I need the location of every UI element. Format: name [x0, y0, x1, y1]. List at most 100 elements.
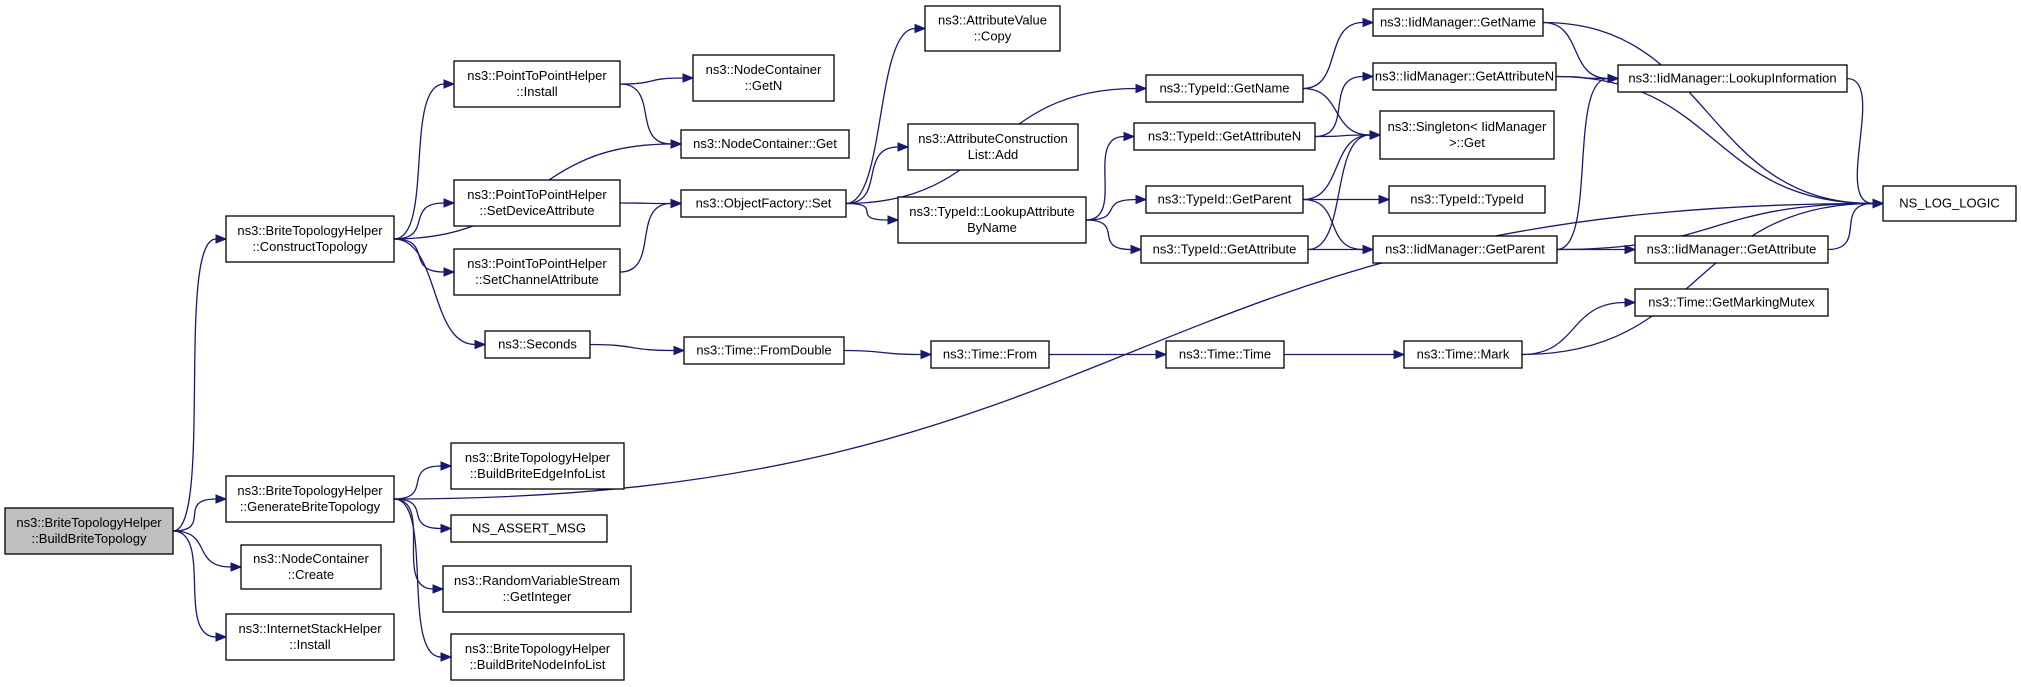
edge-time_mark-to-time_mutex	[1521, 297, 1637, 356]
arrowhead	[914, 23, 927, 34]
node-iid_getattrn[interactable]: ns3::IidManager::GetAttributeN	[1372, 62, 1557, 91]
edge-line	[1085, 219, 1132, 251]
node-label: NS_ASSERT_MSG	[472, 521, 586, 536]
node-p2p_install[interactable]: ns3::PointToPointHelper::Install	[453, 60, 621, 108]
node-p2p_setdev[interactable]: ns3::PointToPointHelper::SetDeviceAttrib…	[453, 179, 621, 227]
edge-line	[1542, 21, 1609, 80]
node-box	[225, 475, 395, 523]
edge-line	[1314, 75, 1364, 138]
node-time_from[interactable]: ns3::Time::From	[930, 340, 1050, 369]
edge-line	[1827, 202, 1874, 251]
edge-line	[845, 146, 899, 205]
node-tid_getattr[interactable]: ns3::TypeId::GetAttribute	[1140, 235, 1309, 264]
node-seconds[interactable]: ns3::Seconds	[484, 330, 591, 359]
node-label: ::BuildBriteNodeInfoList	[470, 657, 606, 672]
arrowhead	[215, 234, 228, 244]
node-ns_log_logic[interactable]: NS_LOG_LOGIC	[1882, 185, 2017, 222]
arrowhead	[920, 349, 933, 360]
node-nc_getn[interactable]: ns3::NodeContainer::GetN	[692, 54, 835, 102]
arrowhead	[230, 562, 243, 572]
node-of_set[interactable]: ns3::ObjectFactory::Set	[680, 189, 847, 218]
node-box	[907, 123, 1079, 171]
node-box	[1145, 185, 1304, 214]
arrowhead	[474, 339, 487, 350]
node-box	[680, 189, 847, 218]
node-label: ::Install	[516, 84, 557, 99]
node-rvs_getint[interactable]: ns3::RandomVariableStream::GetInteger	[442, 565, 632, 613]
node-time_fromdouble[interactable]: ns3::Time::FromDouble	[683, 336, 845, 365]
node-iid_getattr[interactable]: ns3::IidManager::GetAttribute	[1634, 235, 1829, 264]
edge-line	[172, 530, 232, 568]
edge-line	[1085, 198, 1137, 221]
node-ns_assert[interactable]: NS_ASSERT_MSG	[450, 514, 608, 543]
node-box	[1617, 64, 1848, 93]
arrowhead	[443, 79, 456, 89]
node-nc_create[interactable]: ns3::NodeContainer::Create	[240, 544, 382, 590]
node-box	[897, 196, 1087, 244]
node-time_mutex[interactable]: ns3::Time::GetMarkingMutex	[1634, 288, 1829, 317]
node-label: ns3::RandomVariableStream	[454, 573, 620, 588]
node-bb_edge[interactable]: ns3::BriteTopologyHelper::BuildBriteEdge…	[450, 442, 625, 490]
edge-root-to-nc_create	[172, 530, 243, 572]
edge-line	[1302, 87, 1371, 136]
edge-line	[1314, 134, 1371, 138]
node-tid_getattrn[interactable]: ns3::TypeId::GetAttributeN	[1133, 122, 1316, 151]
arrowhead	[1607, 73, 1620, 84]
node-box	[692, 54, 835, 102]
node-box	[450, 633, 625, 681]
edge-of_set-to-tid_lookup	[845, 202, 900, 225]
node-label: ns3::TypeId::GetAttribute	[1153, 242, 1297, 257]
node-generate[interactable]: ns3::BriteTopologyHelper::GenerateBriteT…	[225, 475, 395, 523]
edge-line	[619, 83, 672, 145]
node-box	[680, 129, 850, 159]
node-label: >::Get	[1449, 135, 1485, 150]
node-time_time[interactable]: ns3::Time::Time	[1165, 340, 1285, 369]
node-singleton_get[interactable]: ns3::Singleton< IidManager >::Get	[1379, 110, 1555, 160]
call-graph-nodes: ns3::BriteTopologyHelper::BuildBriteTopo…	[4, 5, 2017, 681]
edge-tid_getattrn-to-iid_getattrn	[1314, 71, 1375, 138]
node-iid_lookupinfo[interactable]: ns3::IidManager::LookupInformation	[1617, 64, 1848, 93]
node-box	[453, 179, 621, 227]
edge-line	[619, 202, 672, 273]
arrowhead	[1155, 349, 1168, 360]
node-box	[442, 565, 632, 613]
node-label: ::GenerateBriteTopology	[240, 499, 381, 514]
node-av_copy[interactable]: ns3::AttributeValue::Copy	[924, 5, 1061, 52]
node-ish_install[interactable]: ns3::InternetStackHelper::Install	[225, 613, 395, 661]
edge-time_time-to-time_mark	[1284, 349, 1406, 360]
node-p2p_setchan[interactable]: ns3::PointToPointHelper::SetChannelAttri…	[453, 248, 621, 296]
node-iid_getparent[interactable]: ns3::IidManager::GetParent	[1372, 235, 1558, 264]
node-root[interactable]: ns3::BriteTopologyHelper::BuildBriteTopo…	[4, 507, 174, 555]
node-box	[1372, 8, 1544, 37]
arrowhead	[1123, 131, 1136, 142]
node-box	[4, 507, 174, 555]
node-time_mark[interactable]: ns3::Time::Mark	[1403, 340, 1523, 369]
arrowhead	[1624, 244, 1637, 255]
node-label: ns3::TypeId::TypeId	[1410, 192, 1523, 207]
node-bb_node[interactable]: ns3::BriteTopologyHelper::BuildBriteNode…	[450, 633, 625, 681]
arrowhead	[443, 198, 456, 208]
node-label: ns3::Singleton< IidManager	[1388, 119, 1547, 134]
edge-line	[393, 202, 445, 240]
node-nc_get[interactable]: ns3::NodeContainer::Get	[680, 129, 850, 159]
edge-line	[1542, 21, 1874, 205]
node-tid_getparent[interactable]: ns3::TypeId::GetParent	[1145, 185, 1304, 214]
node-construct[interactable]: ns3::BriteTopologyHelper::ConstructTopol…	[225, 215, 395, 263]
node-iid_getname[interactable]: ns3::IidManager::GetName	[1372, 8, 1544, 37]
node-label: ::ConstructTopology	[253, 239, 368, 254]
arrowhead	[1393, 349, 1406, 360]
edge-time_from-to-time_time	[1049, 349, 1168, 360]
node-label: ns3::Seconds	[498, 337, 577, 352]
node-tid_getname[interactable]: ns3::TypeId::GetName	[1145, 74, 1304, 103]
node-tid_typeid[interactable]: ns3::TypeId::TypeId	[1388, 185, 1546, 214]
node-label: ::GetInteger	[503, 589, 572, 604]
edge-tid_lookup-to-tid_getparent	[1085, 194, 1148, 221]
arrowhead	[670, 198, 683, 209]
node-label: ::SetDeviceAttribute	[480, 203, 595, 218]
edge-generate-to-bb_node	[393, 498, 453, 662]
node-label: ns3::TypeId::GetParent	[1158, 192, 1292, 207]
node-box	[450, 514, 608, 543]
node-label: ::Copy	[974, 29, 1012, 44]
